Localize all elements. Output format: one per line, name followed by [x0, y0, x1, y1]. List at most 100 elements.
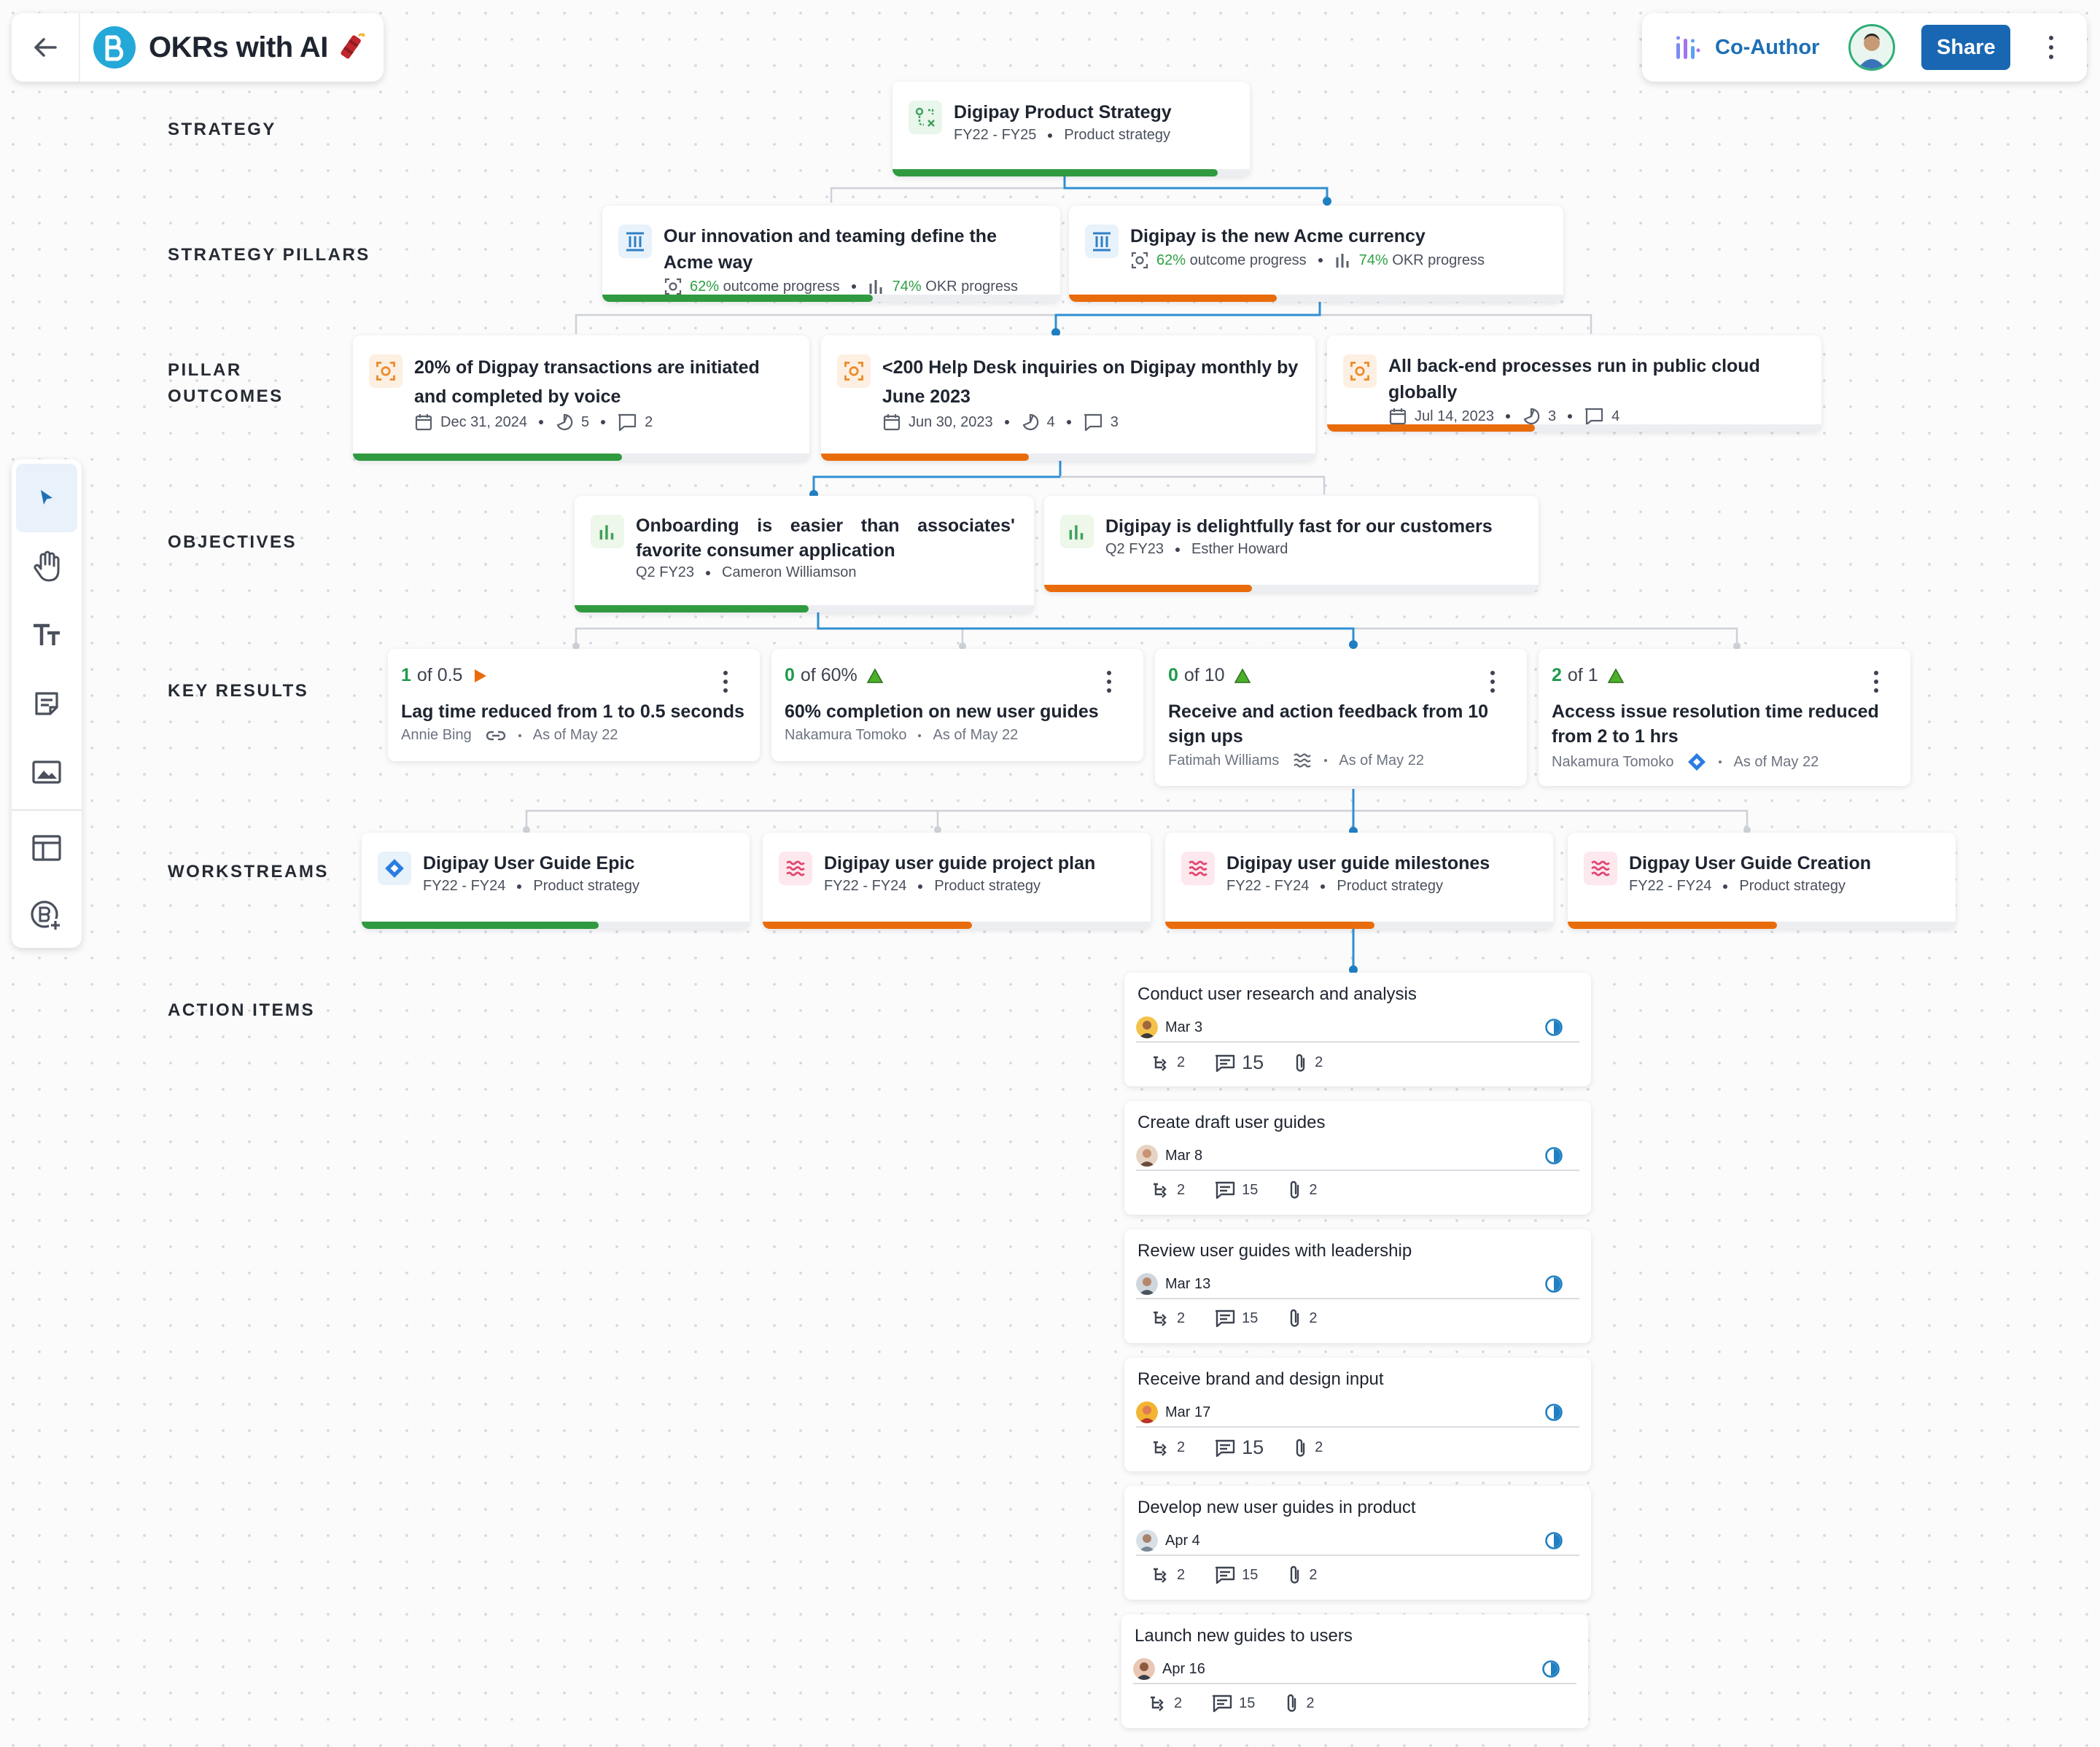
- outcome-target-icon: [376, 362, 395, 381]
- assignee-avatar: [1136, 1530, 1158, 1552]
- action-item-card[interactable]: Create draft user guides Mar 8 2 15 2: [1124, 1101, 1591, 1215]
- wave-plan-icon: [1591, 860, 1610, 876]
- action-item-date: Mar 3: [1165, 1019, 1203, 1035]
- key-result-card[interactable]: 0 of 60% 60% completion on new user guid…: [771, 649, 1143, 761]
- action-item-date: Mar 8: [1165, 1147, 1203, 1164]
- subtasks-count: 2: [1151, 1309, 1185, 1328]
- key-result-current: 2: [1552, 665, 1562, 685]
- workstream-progress-bar: [362, 922, 750, 929]
- action-item-card[interactable]: Conduct user research and analysis Mar 3…: [1124, 973, 1591, 1086]
- workstream-card[interactable]: Digipay user guide milestones FY22 - FY2…: [1165, 833, 1553, 929]
- workstream-card[interactable]: Digipay user guide project plan FY22 - F…: [763, 833, 1151, 929]
- workstream-card[interactable]: Digipay User Guide Epic FY22 - FY24 Prod…: [362, 833, 750, 929]
- user-avatar[interactable]: [1848, 24, 1896, 71]
- key-result-title: 60% completion on new user guides: [785, 701, 1099, 722]
- objective-icon-wrap: [1060, 515, 1094, 548]
- paperclip-icon: [1291, 1180, 1299, 1199]
- pillar-outcome-pct: 62%: [1156, 252, 1186, 268]
- objective-progress-bar: [1044, 585, 1539, 592]
- key-result-card[interactable]: 0 of 10 Receive and action feedback from…: [1155, 649, 1527, 786]
- workstream-type: Product strategy: [533, 878, 640, 894]
- key-result-menu-button[interactable]: [723, 671, 728, 693]
- strategy-card[interactable]: Digipay Product Strategy FY22 - FY25 Pro…: [892, 82, 1250, 176]
- level-label-strategy: STRATEGY: [168, 120, 276, 139]
- outcome-card[interactable]: All back-end processes run in public clo…: [1327, 335, 1821, 432]
- action-item-title: Develop new user guides in product: [1138, 1498, 1416, 1517]
- key-result-menu-button[interactable]: [1107, 671, 1111, 693]
- more-options-button[interactable]: [2042, 26, 2060, 69]
- outcome-icon-wrap: [369, 354, 402, 388]
- outcome-target-icon: [664, 278, 682, 295]
- pillar-outcome-label: outcome progress: [1189, 252, 1307, 268]
- pillar-card[interactable]: Digipay is the new Acme currency 62% out…: [1069, 206, 1563, 302]
- key-result-card[interactable]: 1 of 0.5 Lag time reduced from 1 to 0.5 …: [388, 649, 760, 761]
- workstream-type: Product strategy: [1739, 878, 1846, 894]
- half-circle-status-icon[interactable]: [1544, 1018, 1563, 1037]
- coauthor-button[interactable]: Co-Author: [1674, 33, 1819, 62]
- paperclip-icon: [1288, 1694, 1296, 1712]
- objective-icon-wrap: [591, 515, 624, 548]
- note-tool[interactable]: [12, 669, 82, 738]
- key-result-menu-button[interactable]: [1874, 671, 1878, 693]
- half-circle-status-icon[interactable]: [1541, 1660, 1560, 1678]
- pillar-okr-pct: 74%: [892, 278, 922, 295]
- arrow-left-icon: [34, 38, 57, 57]
- select-tool[interactable]: [16, 464, 77, 532]
- action-item-card[interactable]: Develop new user guides in product Apr 4…: [1124, 1486, 1591, 1600]
- avatar-person-icon: [1136, 1530, 1158, 1552]
- add-widget-tool[interactable]: [12, 882, 82, 951]
- outcome-icon-wrap: [837, 354, 871, 388]
- toolbar-divider: [12, 809, 82, 811]
- workstream-card[interactable]: Digpay User Guide Creation FY22 - FY24 P…: [1568, 833, 1956, 929]
- triangle-status-icon: [866, 667, 884, 683]
- workstream-type: Product strategy: [1337, 878, 1444, 894]
- strategy-period: FY22 - FY25: [954, 127, 1037, 143]
- template-tool[interactable]: [12, 814, 82, 882]
- strategy-icon-wrap: [909, 101, 942, 134]
- action-item-card[interactable]: Receive brand and design input Mar 17 2 …: [1124, 1358, 1591, 1471]
- workstream-period: FY22 - FY24: [423, 878, 506, 894]
- share-button[interactable]: Share: [1921, 25, 2011, 70]
- half-circle-status-icon[interactable]: [1544, 1531, 1563, 1550]
- subtask-branch-icon: [1154, 1056, 1167, 1071]
- half-circle-status-icon[interactable]: [1544, 1146, 1563, 1165]
- subtask-branch-icon: [1154, 1311, 1167, 1326]
- half-circle-status-icon[interactable]: [1544, 1275, 1563, 1293]
- back-button[interactable]: [12, 13, 80, 82]
- pan-tool[interactable]: [12, 532, 82, 601]
- outcome-card[interactable]: 20% of Digpay transactions are initiated…: [353, 335, 809, 461]
- subtask-branch-icon: [1151, 1696, 1164, 1711]
- workstream-icon-wrap: [779, 852, 812, 885]
- half-circle-status-icon[interactable]: [1544, 1403, 1563, 1422]
- attachments-count: 2: [1293, 1438, 1323, 1458]
- comment-lines-icon: [1215, 1439, 1235, 1457]
- comments-value: 15: [1242, 1051, 1264, 1073]
- workstream-title: Digipay User Guide Epic: [423, 853, 635, 874]
- action-item-card[interactable]: Review user guides with leadership Mar 1…: [1124, 1229, 1591, 1343]
- image-tool[interactable]: [12, 738, 82, 806]
- workstream-progress-bar: [763, 922, 1151, 929]
- subtasks-value: 2: [1174, 1695, 1183, 1711]
- key-result-menu-button[interactable]: [1490, 671, 1495, 693]
- assignee-avatar: [1136, 1145, 1158, 1167]
- paperclip-icon: [1291, 1565, 1299, 1584]
- attachments-count: 2: [1293, 1053, 1323, 1073]
- paperclip-icon: [1296, 1054, 1305, 1072]
- workstream-type: Product strategy: [934, 878, 1041, 894]
- subtasks-count: 2: [1151, 1054, 1185, 1073]
- objective-title: Digipay is delightfully fast for our cus…: [1105, 516, 1493, 537]
- pillar-card[interactable]: Our innovation and teaming define the Ac…: [602, 206, 1060, 302]
- objective-card[interactable]: Onboarding is easier than associates' fa…: [575, 496, 1034, 612]
- action-item-card[interactable]: Launch new guides to users Apr 16 2 15 2: [1121, 1614, 1588, 1728]
- objective-card[interactable]: Digipay is delightfully fast for our cus…: [1044, 496, 1539, 592]
- pillar-title: Our innovation and teaming define the Ac…: [664, 226, 997, 273]
- key-result-title: Lag time reduced from 1 to 0.5 seconds: [401, 701, 744, 722]
- checkin-pie-icon: [556, 413, 573, 431]
- subtasks-count: 2: [1148, 1694, 1182, 1713]
- outcome-card[interactable]: <200 Help Desk inquiries on Digipay mont…: [821, 335, 1315, 461]
- jira-diamond-icon: [1688, 753, 1706, 771]
- text-tool[interactable]: [12, 601, 82, 669]
- action-item-date: Apr 16: [1162, 1660, 1205, 1677]
- comment-lines-icon: [1215, 1566, 1235, 1584]
- key-result-card[interactable]: 2 of 1 Access issue resolution time redu…: [1539, 649, 1910, 786]
